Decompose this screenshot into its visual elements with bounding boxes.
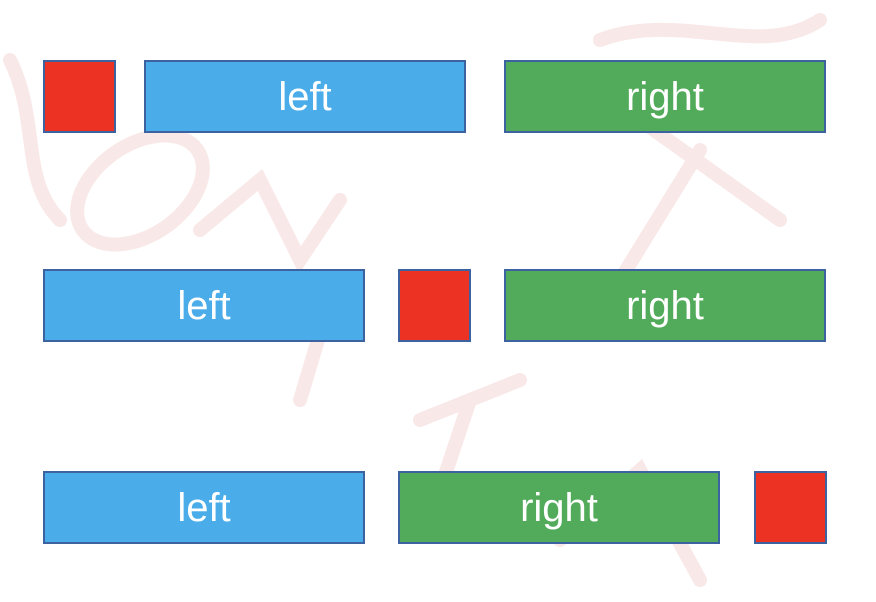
right-box-label: right <box>520 485 598 530</box>
right-box-label: right <box>626 283 704 328</box>
red-square <box>43 60 116 133</box>
right-box: right <box>504 60 826 133</box>
left-box: left <box>144 60 466 133</box>
left-box: left <box>43 269 365 342</box>
red-square <box>398 269 471 342</box>
left-box-label: left <box>177 283 231 328</box>
right-box: right <box>504 269 826 342</box>
right-box-label: right <box>626 74 704 119</box>
left-box-label: left <box>278 74 332 119</box>
left-box-label: left <box>177 485 231 530</box>
red-square <box>754 471 827 544</box>
left-box: left <box>43 471 365 544</box>
right-box: right <box>398 471 720 544</box>
